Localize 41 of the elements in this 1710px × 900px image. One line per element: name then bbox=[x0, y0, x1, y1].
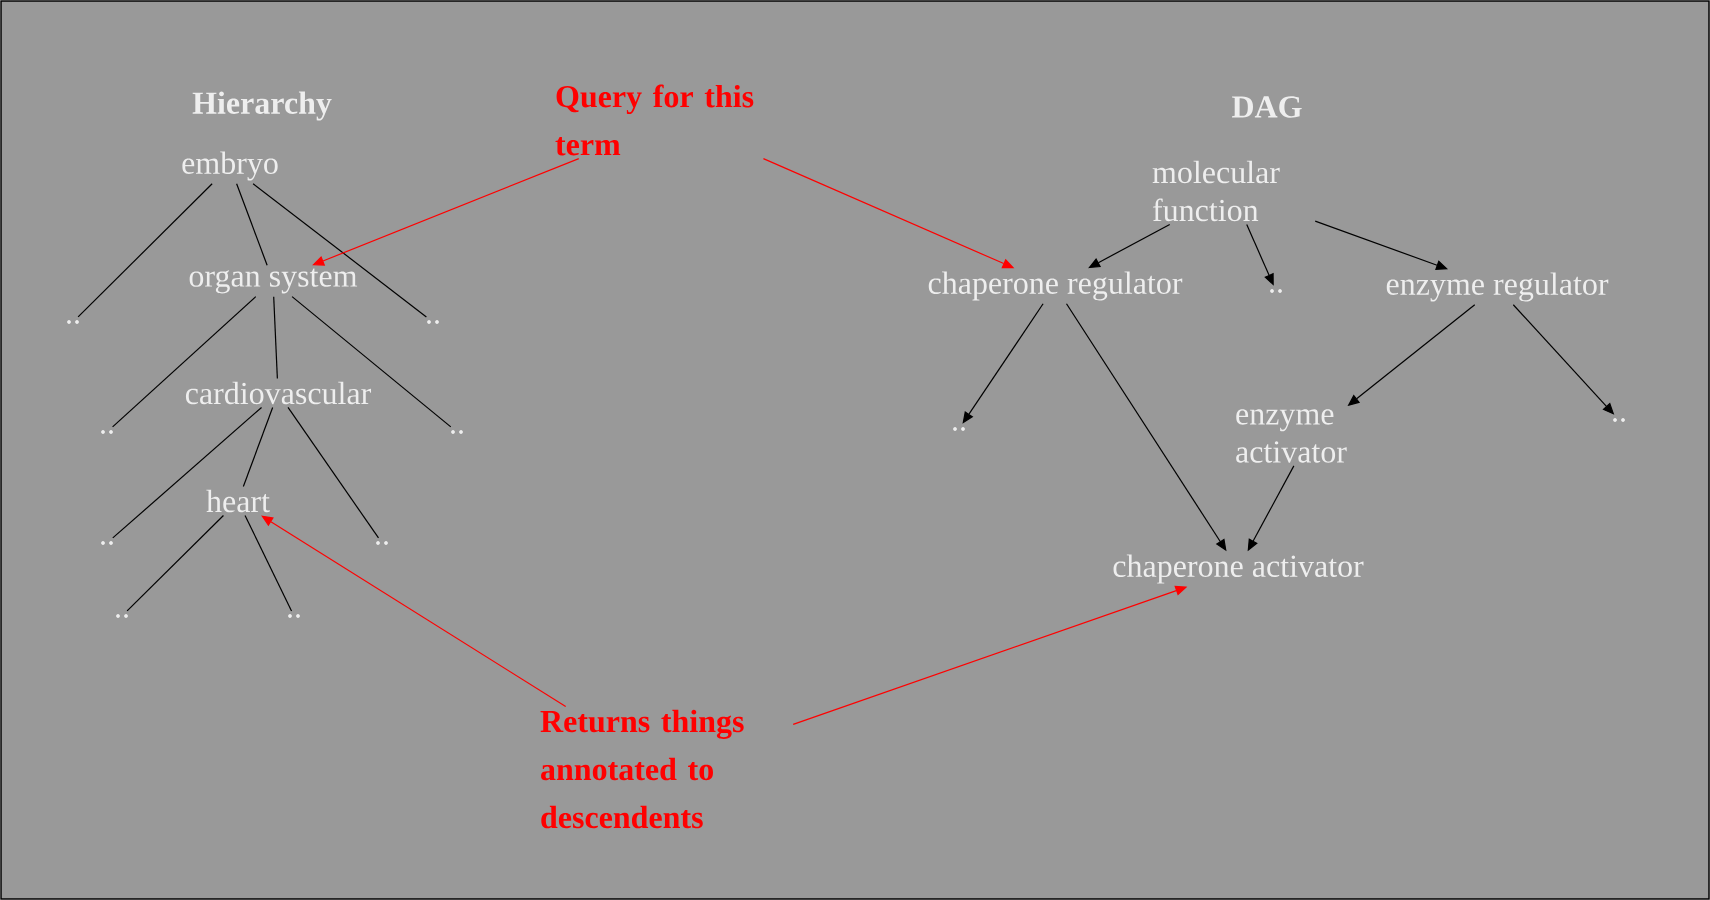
term-text: chaperone activator bbox=[1113, 554, 1364, 584]
tree-line bbox=[77, 183, 213, 318]
tree-line bbox=[236, 183, 268, 266]
arrow bbox=[1314, 220, 1448, 270]
arrow bbox=[312, 158, 580, 266]
panel-heading: Hierarchy bbox=[192, 91, 332, 121]
ellipsis-text: .. bbox=[1613, 418, 1625, 422]
ellipsis-text: .. bbox=[288, 614, 300, 618]
term-text: cardiovascular bbox=[185, 381, 372, 405]
callout-text: Returns things annotated to descendents bbox=[540, 709, 744, 829]
ellipsis-text: .. bbox=[101, 541, 113, 545]
ellipsis-text: .. bbox=[427, 320, 439, 324]
tree-line bbox=[244, 514, 293, 612]
term-text: molecular function bbox=[1152, 160, 1280, 222]
arrow bbox=[1246, 223, 1274, 286]
tree-line bbox=[112, 406, 263, 539]
term-text: embryo bbox=[182, 151, 278, 181]
ellipsis-text: .. bbox=[953, 427, 965, 431]
term-text: enzyme activator bbox=[1236, 409, 1347, 463]
term-text: chaperone regulator bbox=[928, 271, 1183, 301]
term-text: enzyme regulator bbox=[1386, 272, 1609, 302]
tree-line bbox=[112, 296, 257, 428]
ellipsis-text: .. bbox=[116, 614, 128, 618]
tree-line bbox=[287, 406, 380, 539]
arrow bbox=[962, 303, 1044, 424]
ellipsis-text: .. bbox=[376, 541, 388, 545]
arrow bbox=[1088, 223, 1171, 269]
tree-line bbox=[126, 514, 225, 612]
arrow bbox=[261, 515, 567, 708]
term-text: heart bbox=[206, 489, 270, 513]
tree-line bbox=[252, 183, 427, 318]
ellipsis-text: .. bbox=[1270, 289, 1282, 293]
tree-line bbox=[291, 296, 452, 428]
term-text: organ system bbox=[189, 268, 358, 294]
tree-line bbox=[273, 296, 278, 380]
panel-heading: DAG bbox=[1232, 96, 1302, 118]
ellipsis-text: .. bbox=[67, 320, 79, 324]
ellipsis-text: .. bbox=[451, 430, 463, 434]
tree-line bbox=[242, 406, 274, 488]
callout-text: Query for this term bbox=[555, 84, 754, 156]
ellipsis-text: .. bbox=[101, 430, 113, 434]
